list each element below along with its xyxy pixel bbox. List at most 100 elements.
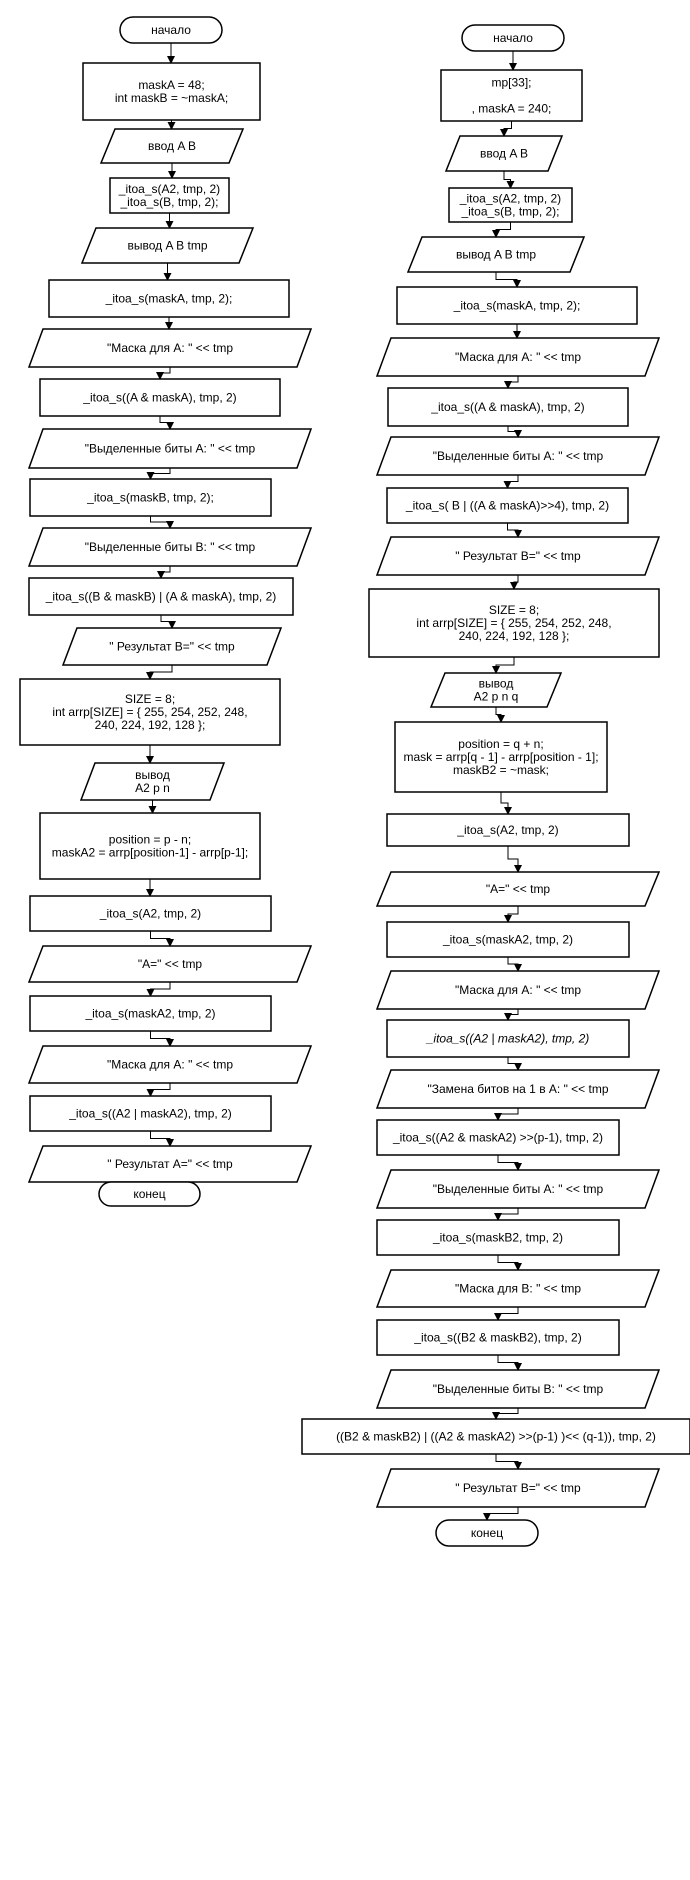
left-connector-arrow — [146, 665, 173, 680]
right-connector-arrow — [503, 171, 515, 189]
left-process-node: SIZE = 8;int arrp[SIZE] = { 255, 254, 25… — [19, 678, 281, 746]
right-connector-arrow — [507, 523, 522, 538]
left-io-text-line: " Результат B=" << tmp — [109, 640, 235, 654]
left-process-node: _itoa_s((B & maskB) | (A & maskA), tmp, … — [28, 577, 294, 616]
left-io-node: ввод A B — [99, 128, 245, 164]
io-parallelogram — [375, 1069, 661, 1109]
io-parallelogram — [375, 1269, 661, 1308]
right-connector-arrow — [504, 1009, 519, 1021]
io-parallelogram — [375, 1169, 661, 1209]
right-io-node: "Маска для B: " << tmp — [375, 1269, 661, 1308]
right-process-text-line: _itoa_s( B | ((A & maskA)>>4), tmp, 2) — [405, 499, 609, 513]
left-process-node: maskA = 48;int maskB = ~maskA; — [82, 62, 261, 121]
left-io-node: " Результат B=" << tmp — [61, 627, 283, 666]
right-io-node: "Маска для A: " << tmp — [375, 970, 661, 1010]
right-process-node: _itoa_s((B2 & maskB2), tmp, 2) — [376, 1319, 620, 1356]
right-process-text-line: mask = arrp[q - 1] - arrp[position - 1]; — [403, 750, 598, 764]
process-box — [440, 69, 583, 122]
right-terminator-node: конец — [435, 1519, 539, 1547]
right-connector-arrow — [494, 1208, 519, 1221]
process-box — [394, 721, 608, 793]
left-process-text-line: _itoa_s(A2, tmp, 2) — [118, 182, 220, 196]
right-io-node: "Выделенные биты A: " << tmp — [375, 1169, 661, 1209]
io-parallelogram — [80, 227, 255, 264]
right-connector-arrow — [494, 1307, 519, 1321]
io-parallelogram — [27, 1045, 313, 1084]
right-process-text-line: _itoa_s(maskA2, tmp, 2) — [442, 933, 573, 947]
terminator-shape — [435, 1519, 539, 1547]
left-process-text-line: _itoa_s(maskB, tmp, 2); — [86, 491, 214, 505]
left-process-node: _itoa_s(A2, tmp, 2)_itoa_s(B, tmp, 2); — [109, 177, 230, 214]
process-box — [29, 478, 272, 517]
left-process-text-line: int arrp[SIZE] = { 255, 254, 252, 248, — [52, 705, 247, 719]
right-process-node: mp[33];, maskA = 240; — [440, 69, 583, 122]
left-io-text-line: ввод A B — [148, 139, 196, 153]
process-box — [387, 387, 629, 427]
right-io-node: " Результат B=" << tmp — [375, 536, 661, 576]
process-box — [376, 1119, 620, 1156]
right-io-node: ввод A B — [444, 135, 564, 172]
right-process-node: _itoa_s((A2 | maskA2), tmp, 2) — [386, 1019, 630, 1058]
right-io-text-line: "A=" << tmp — [486, 882, 551, 896]
left-connector-arrow — [159, 416, 174, 430]
process-box — [109, 177, 230, 214]
process-box — [48, 279, 290, 318]
right-process-node: ((B2 & maskB2) | ((A2 & maskA2) >>(p-1) … — [301, 1418, 690, 1455]
left-process-node: _itoa_s(maskA, tmp, 2); — [48, 279, 290, 318]
right-process-node: _itoa_s(maskA2, tmp, 2) — [386, 921, 630, 958]
process-box — [29, 995, 272, 1032]
left-connector-arrow — [146, 1083, 171, 1097]
process-box — [448, 187, 573, 223]
left-process-text-line: int maskB = ~maskA; — [115, 91, 228, 105]
right-process-node: _itoa_s(A2, tmp, 2)_itoa_s(B, tmp, 2); — [448, 187, 573, 223]
right-io-text-line: "Выделенные биты A: " << tmp — [433, 449, 604, 463]
io-parallelogram — [375, 1468, 661, 1508]
right-process-text-line: position = q + n; — [458, 737, 543, 751]
right-connector-arrow — [483, 1507, 519, 1521]
right-process-node: _itoa_s( B | ((A & maskA)>>4), tmp, 2) — [386, 487, 629, 524]
io-parallelogram — [375, 337, 661, 377]
left-connector-arrow — [150, 516, 174, 529]
right-io-node: вывод A B tmp — [406, 236, 586, 273]
left-process-text-line: _itoa_s((B & maskB) | (A & maskA), tmp, … — [45, 590, 277, 604]
right-process-text-line: _itoa_s(A2, tmp, 2) — [459, 192, 561, 206]
right-connector-arrow — [504, 906, 519, 923]
left-connector-arrow — [150, 1131, 174, 1147]
left-process-node: _itoa_s(maskB, tmp, 2); — [29, 478, 272, 517]
io-parallelogram — [375, 970, 661, 1010]
process-box — [39, 378, 281, 417]
process-box — [386, 487, 629, 524]
io-parallelogram — [27, 527, 313, 567]
io-parallelogram — [99, 128, 245, 164]
left-io-node: "Маска для A: " << tmp — [27, 328, 313, 368]
right-io-text-line: "Замена битов на 1 в A: " << tmp — [427, 1082, 608, 1096]
io-parallelogram — [27, 1145, 313, 1183]
left-terminator-node: начало — [119, 16, 223, 44]
right-process-node: SIZE = 8;int arrp[SIZE] = { 255, 254, 25… — [368, 588, 660, 658]
left-process-text-line: position = p - n; — [109, 833, 191, 847]
left-io-node: "Маска для A: " << tmp — [27, 1045, 313, 1084]
right-process-text-line: _itoa_s(A2, tmp, 2) — [456, 823, 558, 837]
right-terminator-text-line: конец — [471, 1526, 503, 1540]
right-connector-arrow — [494, 1108, 519, 1121]
right-io-node: "Маска для A: " << tmp — [375, 337, 661, 377]
left-process-node: position = p - n;maskA2 = arrp[position-… — [39, 812, 261, 880]
right-io-text-line: " Результат B=" << tmp — [455, 549, 581, 563]
left-terminator-text-line: конец — [133, 1187, 165, 1201]
left-process-text-line: _itoa_s((A & maskA), tmp, 2) — [82, 391, 236, 405]
left-process-text-line: maskA = 48; — [138, 78, 204, 92]
process-box — [376, 1219, 620, 1256]
left-process-text-line: maskA2 = arrp[position-1] - arrp[p-1]; — [52, 846, 248, 860]
process-box — [396, 286, 638, 325]
terminator-shape — [119, 16, 223, 44]
left-process-node: _itoa_s(maskA2, tmp, 2) — [29, 995, 272, 1032]
left-io-node: "Выделенные биты B: " << tmp — [27, 527, 313, 567]
right-io-node: "Выделенные биты B: " << tmp — [375, 1369, 661, 1409]
left-io-node: "A=" << tmp — [27, 945, 313, 983]
left-process-node: _itoa_s((A & maskA), tmp, 2) — [39, 378, 281, 417]
left-connector-arrow — [150, 931, 174, 947]
process-box — [368, 588, 660, 658]
